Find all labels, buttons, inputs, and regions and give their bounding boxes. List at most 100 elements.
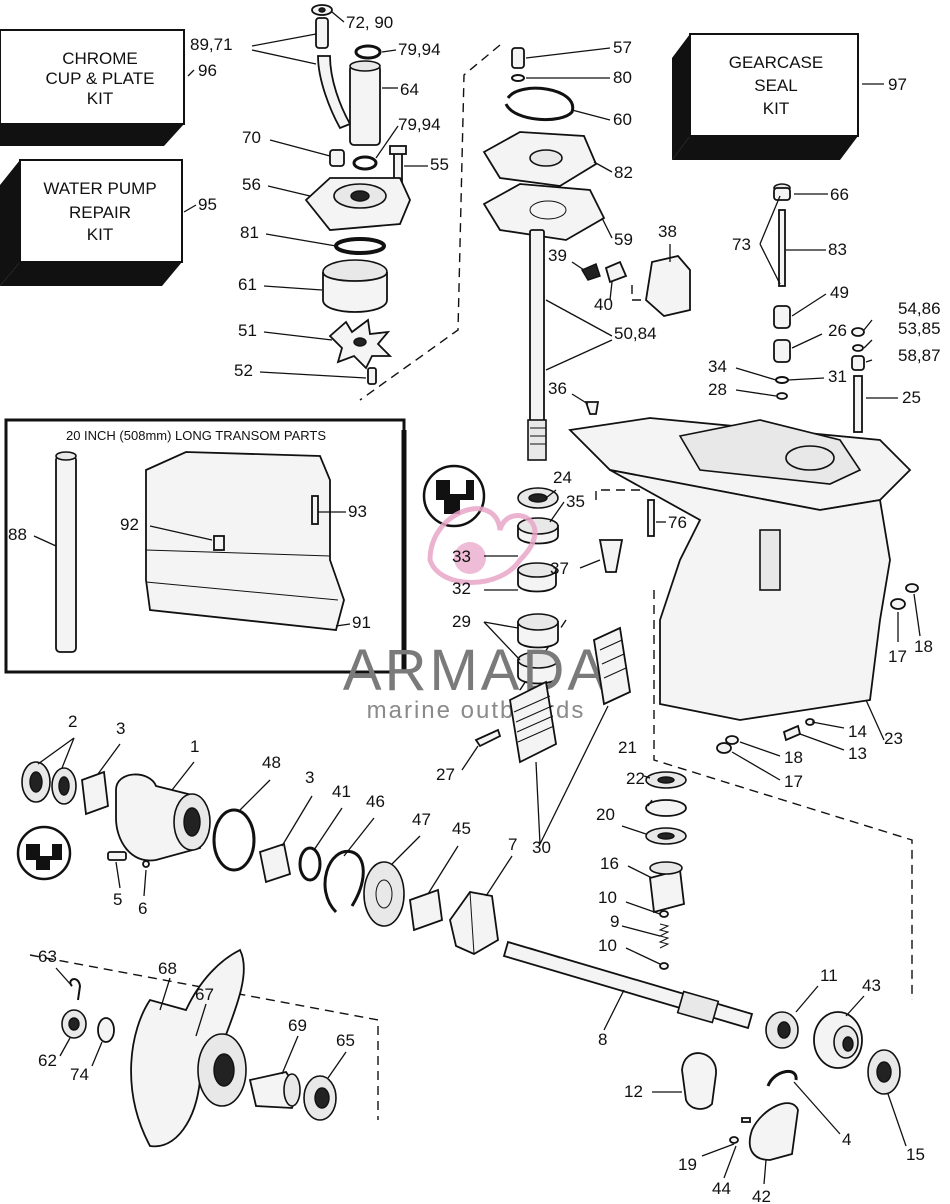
callout-numbers: 72, 90 89,71 79,94 5 7 80 6 4 60 79,94 70 55 82 56 66 5… (8, 13, 941, 1204)
callout-c-42: 42 (752, 1187, 771, 1204)
callout-c-49: 49 (830, 283, 849, 302)
callout-c-12: 12 (624, 1082, 643, 1101)
callout-c-50-84: 50,84 (614, 324, 657, 343)
callout-c-4: 4 (842, 1130, 851, 1149)
center-bearings (517, 487, 624, 685)
callout-c-25: 25 (902, 388, 921, 407)
callout-c-92: 92 (120, 515, 139, 534)
callout-c-10-a: 10 (598, 888, 617, 907)
callout-c-55: 55 (430, 155, 449, 174)
gearcase-seal-kit-box: GEARCASE SEAL KIT 97 (672, 33, 907, 160)
leader-lines (33, 11, 921, 1185)
gearcase-kit-line-2: SEAL (754, 76, 797, 95)
callout-c-81: 81 (240, 223, 259, 242)
callout-c-11: 11 (820, 966, 838, 985)
callout-c-80: 80 (613, 68, 632, 87)
callout-c-60: 60 (613, 110, 632, 129)
shift-and-gear-parts (502, 771, 901, 1161)
callout-c-70: 70 (242, 128, 261, 147)
callout-c-24: 24 (553, 468, 572, 487)
callout-c-3-b: 3 (305, 768, 314, 787)
callout-c-41: 41 (332, 782, 351, 801)
callout-c-67: 67 (195, 985, 214, 1004)
callout-c-34: 34 (708, 357, 727, 376)
callout-c-79-94-a: 79,94 (398, 40, 441, 59)
callout-c-20: 20 (596, 805, 615, 824)
callout-c-93: 93 (348, 502, 367, 521)
chrome-kit-number: 96 (198, 61, 217, 80)
water-pump-repair-kit-box: WATER PUMP REPAIR KIT 95 (0, 159, 217, 286)
callout-c-79-94-b: 79,94 (398, 115, 441, 134)
callout-c-58-87: 58,87 (898, 346, 941, 365)
callout-c-83: 83 (828, 240, 847, 259)
callout-c-3-a: 3 (116, 719, 125, 738)
callout-c-5: 5 (113, 890, 122, 909)
water-pump-kit-number: 95 (198, 195, 217, 214)
callout-c-68: 68 (158, 959, 177, 978)
callout-c-9: 9 (610, 912, 619, 931)
callout-c-37: 37 (550, 559, 569, 578)
callout-c-1: 1 (190, 737, 199, 756)
callout-c-14: 14 (848, 722, 867, 741)
callout-c-29: 29 (452, 612, 471, 631)
callout-c-47: 47 (412, 810, 431, 829)
callout-c-53-85: 53,85 (898, 319, 941, 338)
callout-c-19: 19 (678, 1155, 697, 1174)
chrome-cup-plate-kit-box: CHROME CUP & PLATE KIT 96 (0, 29, 217, 146)
water-pump-kit-line-1: WATER PUMP (43, 179, 156, 198)
watermark-word: ARMADA (343, 638, 609, 703)
callout-c-17-b: 17 (784, 772, 803, 791)
callout-c-91: 91 (352, 613, 371, 632)
callout-c-6: 6 (138, 899, 147, 918)
callout-c-18-a: 18 (914, 637, 933, 656)
callout-c-39: 39 (548, 246, 567, 265)
water-pump-kit-line-2: REPAIR (69, 203, 131, 222)
shift-rod-parts (773, 183, 865, 433)
callout-c-54-86: 54,86 (898, 299, 941, 318)
callout-c-74: 74 (70, 1065, 89, 1084)
bearing-housing-parts (21, 761, 499, 956)
callout-c-32: 32 (452, 579, 471, 598)
callout-c-61: 61 (238, 275, 257, 294)
callout-c-35: 35 (566, 492, 585, 511)
callout-c-89-71: 89,71 (190, 35, 233, 54)
callout-c-23: 23 (884, 729, 903, 748)
callout-c-44: 44 (712, 1179, 731, 1198)
callout-c-15: 15 (906, 1145, 925, 1164)
callout-c-22: 22 (626, 769, 645, 788)
water-screen-parts (474, 626, 631, 764)
callout-c-27: 27 (436, 765, 455, 784)
callout-c-51: 51 (238, 321, 257, 340)
callout-c-56: 56 (242, 175, 261, 194)
callout-c-13: 13 (848, 744, 867, 763)
callout-c-63: 63 (38, 947, 57, 966)
callout-c-28: 28 (708, 380, 727, 399)
propeller-parts (61, 948, 337, 1148)
callout-c-82: 82 (614, 163, 633, 182)
long-transom-inset: 20 INCH (508mm) LONG TRANSOM PARTS (4, 418, 407, 674)
callout-c-88: 88 (8, 525, 27, 544)
water-pump-kit-line-3: KIT (87, 225, 113, 244)
callout-c-43: 43 (862, 976, 881, 995)
callout-c-59: 59 (614, 230, 633, 249)
chrome-kit-line-2: CUP & PLATE (46, 69, 155, 88)
gearcase-housing (568, 417, 919, 754)
callout-c-26: 26 (828, 321, 847, 340)
callout-c-48: 48 (262, 753, 281, 772)
callout-c-21: 21 (618, 738, 637, 757)
callout-c-7: 7 (508, 835, 517, 854)
chrome-kit-line-1: CHROME (62, 49, 138, 68)
callout-c-18-b: 18 (784, 748, 803, 767)
callout-c-17-a: 17 (888, 647, 907, 666)
callout-c-52: 52 (234, 361, 253, 380)
callout-c-40: 40 (594, 295, 613, 314)
callout-c-30: 30 (532, 838, 551, 857)
callout-c-46: 46 (366, 792, 385, 811)
callout-c-65: 65 (336, 1031, 355, 1050)
callout-c-33: 33 (452, 547, 471, 566)
callout-c-10-b: 10 (598, 936, 617, 955)
callout-c-31: 31 (828, 367, 847, 386)
callout-c-72-90: 72, 90 (346, 13, 393, 32)
callout-c-66: 66 (830, 185, 849, 204)
